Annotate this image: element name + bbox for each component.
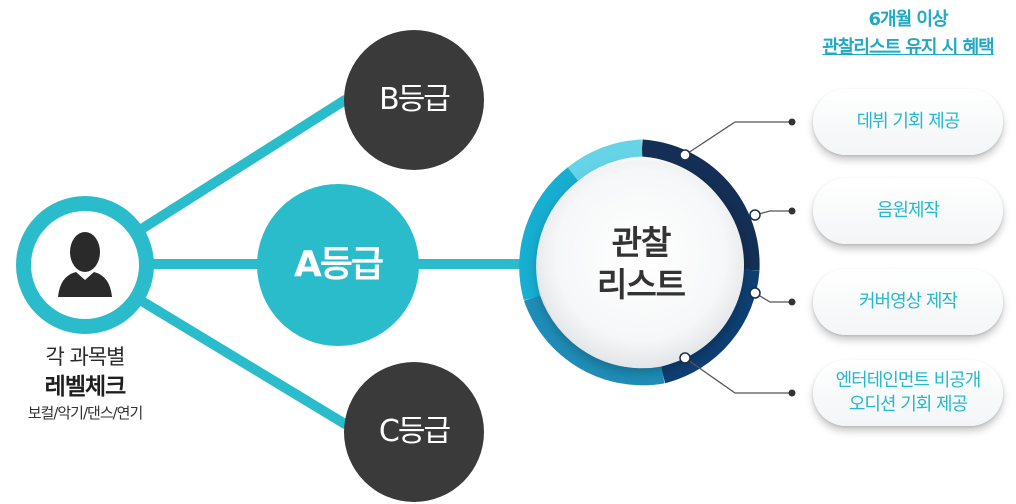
benefit-cover-video-pill: 커버영상 제작 [813, 269, 1003, 335]
grade-a-circle [257, 184, 419, 346]
benefit-private-audition-label-line1: 엔터테인먼트 비공개 [835, 370, 982, 391]
person-icon [58, 232, 112, 297]
benefit-private-audition-label-line2: 오디션 기회 제공 [848, 394, 968, 415]
grade-connectors [135, 95, 530, 429]
benefits-header-duration: 6개월 이상 [868, 9, 948, 30]
source-label: 각 과목별 레벨체크 보컬/악기/댄스/연기 [0, 342, 170, 424]
grade-b-label: B등급 [379, 82, 451, 117]
grade-c-circle [344, 362, 484, 502]
benefit-private-audition-pill: 엔터테인먼트 비공개 오디션 기회 제공 [813, 360, 1003, 426]
benefit-debut-label: 데뷔 기회 제공 [856, 111, 961, 132]
source-node [16, 196, 154, 334]
connector-c [135, 295, 350, 429]
benefits-header-title: 관찰리스트 유지 시 혜택 [822, 37, 994, 58]
center-label-line2: 리스트 [596, 265, 686, 304]
benefit-connector-dots [679, 118, 796, 397]
source-subject-label: 각 과목별 [45, 345, 126, 369]
center-label: 관찰 리스트 [566, 222, 716, 306]
benefit-connectors [684, 121, 792, 394]
benefits-header: 6개월 이상 관찰리스트 유지 시 혜택 [800, 6, 1016, 62]
benefit-debut-pill: 데뷔 기회 제공 [813, 89, 1003, 155]
center-ring [519, 139, 760, 386]
center-disc [538, 162, 744, 368]
grade-a-label: A등급 [293, 244, 384, 285]
source-categories-label: 보컬/악기/댄스/연기 [27, 404, 144, 422]
benefit-music-production-label: 음원제작 [876, 200, 940, 221]
grade-b-circle [344, 30, 484, 170]
center-label-line1: 관찰 [611, 223, 672, 262]
grade-c-label: C등급 [378, 414, 451, 449]
benefit-music-production-pill: 음원제작 [813, 178, 1003, 244]
benefit-cover-video-label: 커버영상 제작 [858, 291, 958, 312]
source-level-check-label: 레벨체크 [44, 374, 127, 400]
connector-b [135, 95, 350, 235]
